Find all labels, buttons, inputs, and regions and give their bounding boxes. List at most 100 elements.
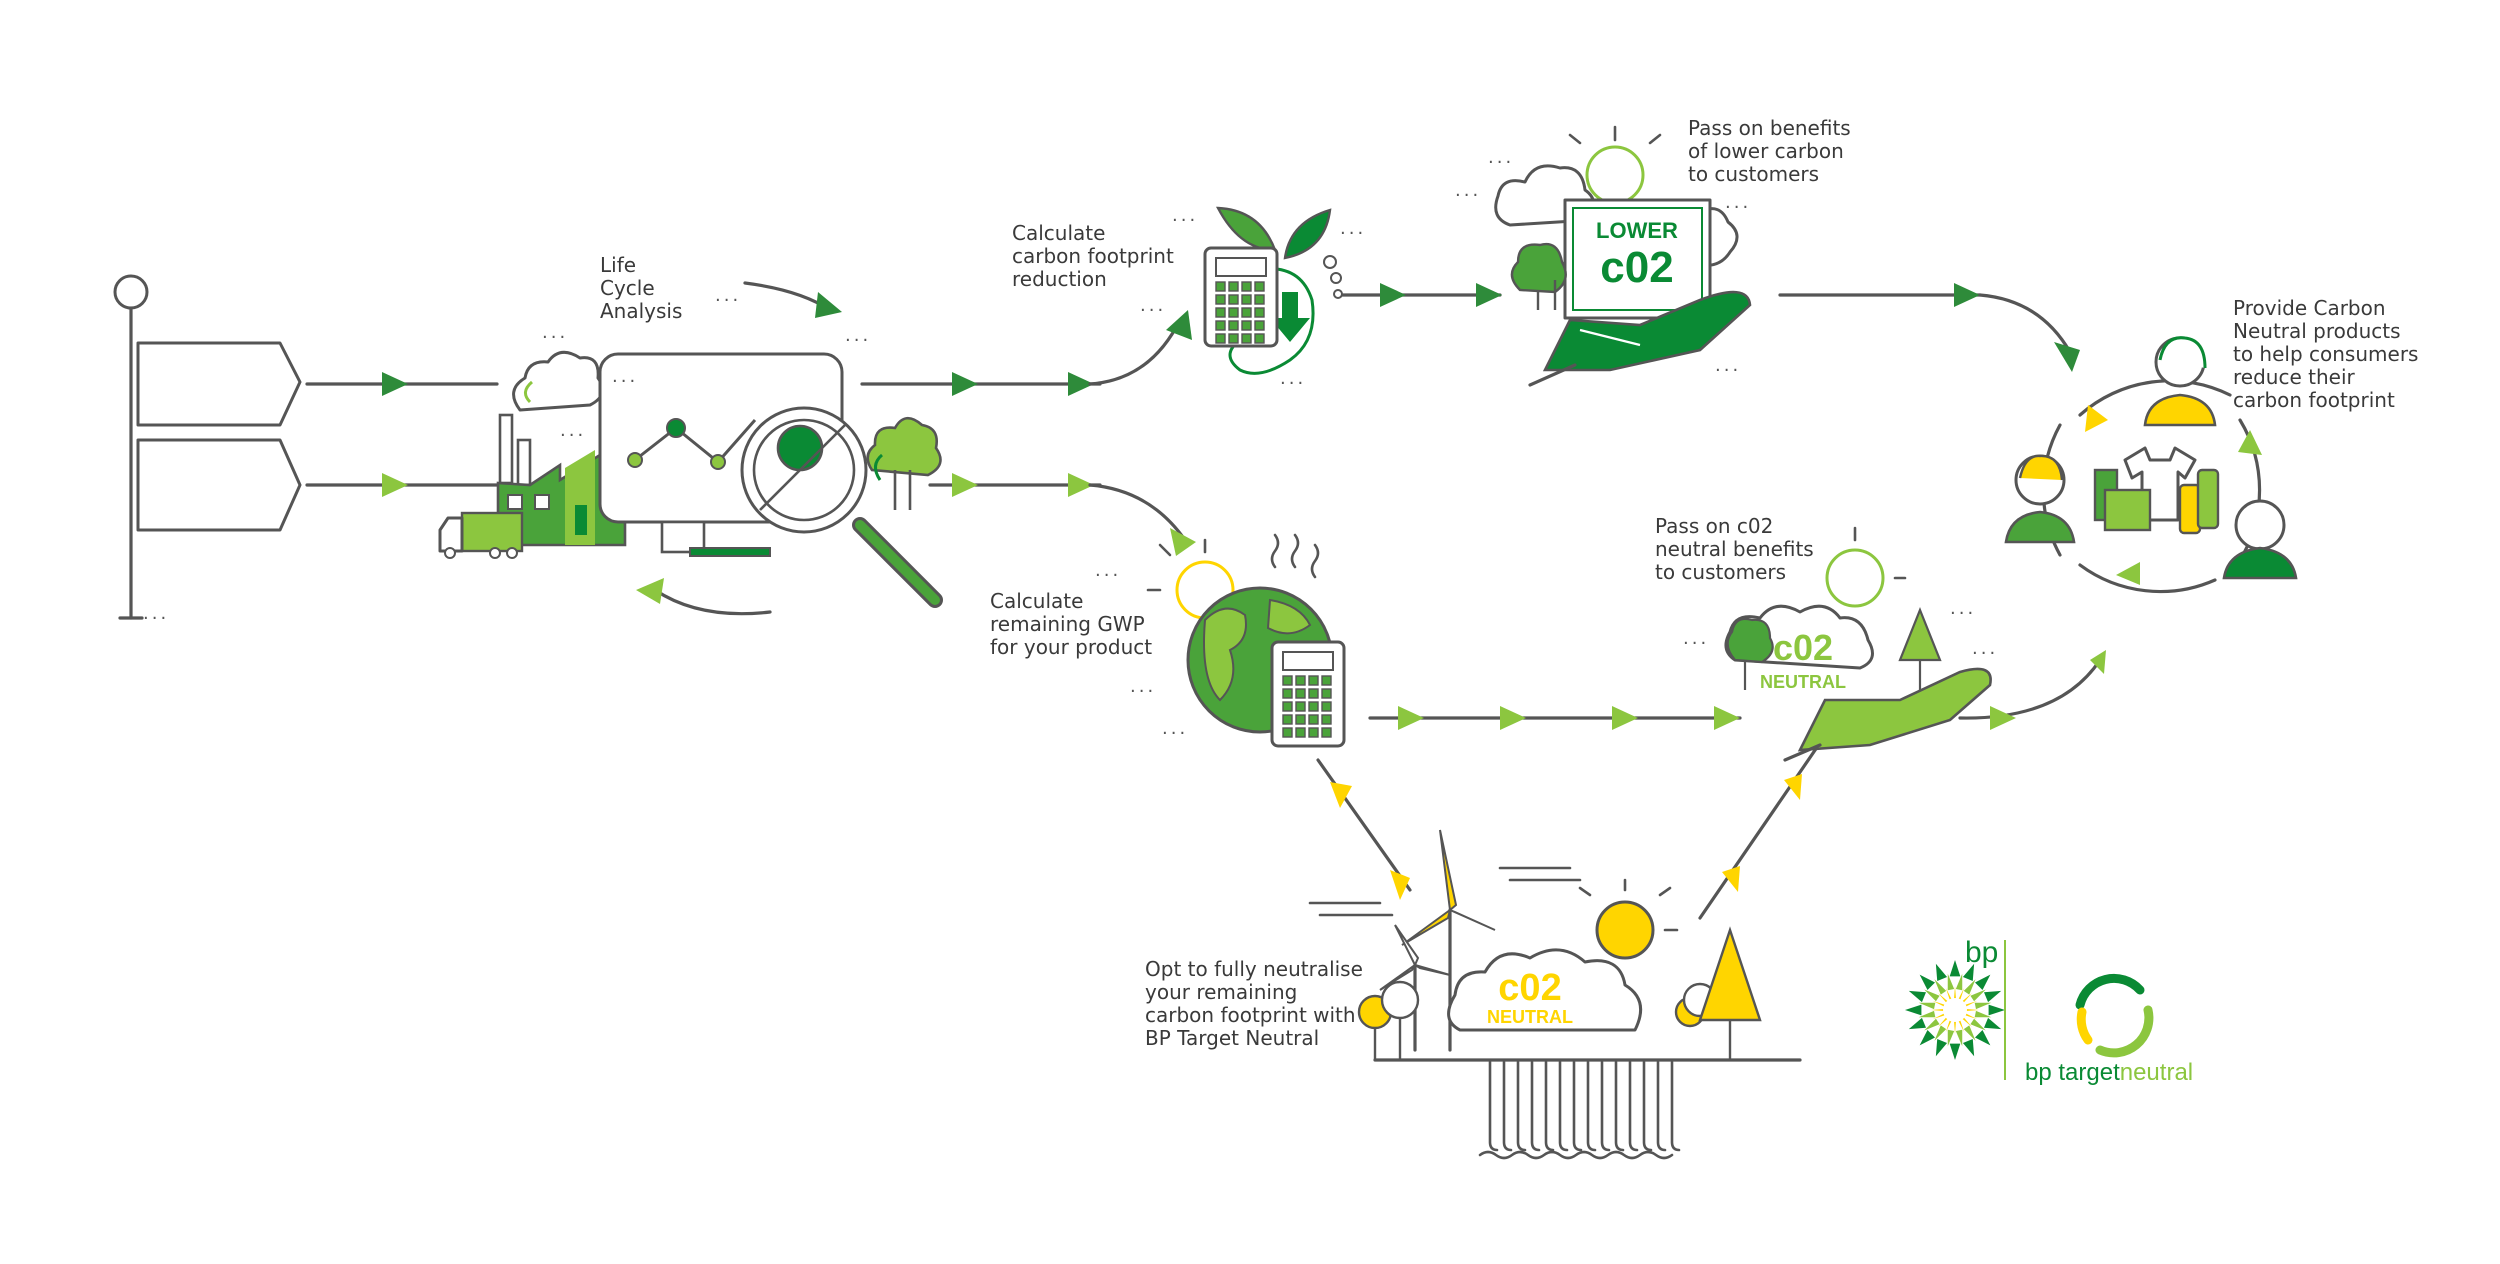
helios-petal [1949, 1043, 1961, 1060]
helios-petal [1962, 963, 1975, 982]
root-line [1502, 1060, 1513, 1152]
helios-petal [1974, 1002, 1992, 1010]
helios-petal [1919, 1029, 1936, 1046]
calculator-key [1321, 701, 1332, 712]
dots-decoration: ... [560, 420, 587, 441]
root-line [1670, 1060, 1681, 1152]
calculator-key [1215, 281, 1226, 292]
footprint-icon [1228, 255, 1343, 375]
dots-decoration: ... [1140, 295, 1167, 316]
calculator-key [1295, 714, 1306, 725]
helios-petal [1935, 1038, 1948, 1057]
calculator-key [1295, 675, 1306, 686]
helios-petal [1974, 1029, 1991, 1046]
ground-line [1373, 1058, 1802, 1160]
wind-turbine-icon [1379, 829, 1496, 1052]
step-calc-gwp: Calculate remaining GWP for your product [990, 589, 1153, 659]
dots-decoration: ... [1130, 676, 1157, 697]
dots-decoration: ... [1725, 192, 1752, 213]
calculator-key [1295, 688, 1306, 699]
calculator-key [1228, 294, 1239, 305]
root-line [1614, 1060, 1625, 1152]
helios-core [1943, 998, 1967, 1022]
calculator-key [1308, 701, 1319, 712]
root-line [1642, 1060, 1653, 1152]
dots-decoration: ... [1950, 598, 1977, 619]
helios-petal [1983, 1017, 2002, 1030]
root-line [1488, 1060, 1499, 1152]
helios-petal [1963, 1025, 1976, 1041]
dots-decoration: ... [1455, 180, 1482, 201]
dots-decoration: ... [1162, 718, 1189, 739]
helios-petal [1949, 960, 1961, 977]
co2-label: c02 [1600, 243, 1673, 292]
tree-icon [866, 416, 942, 510]
dots-decoration: ... [1683, 628, 1710, 649]
lower-label: LOWER [1596, 218, 1678, 243]
step-pass-neutral: Pass on c02 neutral benefits to customer… [1655, 514, 1814, 584]
step-calc-reduction: Calculate carbon footprint reduction [1012, 221, 1174, 291]
dots-decoration: ... [1488, 147, 1515, 168]
heat-waves [1270, 533, 1320, 579]
sun-icon [1825, 526, 1907, 608]
calculator-key [1241, 294, 1252, 305]
calculator-key [1215, 294, 1226, 305]
calculator-key [1215, 320, 1226, 331]
step-life-cycle-analysis: Life Cycle Analysis [600, 253, 683, 323]
magnifier-icon [740, 406, 943, 608]
calculator-key [1295, 727, 1306, 738]
calculator-key [1308, 675, 1319, 686]
calculator-key [1254, 294, 1265, 305]
dots-decoration: ... [143, 603, 170, 624]
root-line [1572, 1060, 1583, 1152]
calculator-key [1282, 701, 1293, 712]
target-neutral-suffix: neutral [2120, 1059, 2193, 1086]
calculator-key [1308, 727, 1319, 738]
calculator-key [1295, 701, 1306, 712]
calculator-key [1228, 281, 1239, 292]
signpost-icon [113, 274, 302, 620]
helios-petal [1918, 1002, 1936, 1010]
calculator-key [1241, 333, 1252, 344]
root-line [1628, 1060, 1639, 1152]
calculator-key [1282, 688, 1293, 699]
root-line [1558, 1060, 1569, 1152]
calculator-key [1215, 333, 1226, 344]
sun-icon [1578, 878, 1679, 960]
helios-petal [1962, 1038, 1975, 1057]
helios-petal [1974, 974, 1991, 991]
root-line [1600, 1060, 1611, 1152]
bp-wordmark: bp [1965, 936, 1998, 969]
dots-decoration: ... [715, 285, 742, 306]
calculator-key [1321, 675, 1332, 686]
dots-decoration: ... [1172, 205, 1199, 226]
root-line [1530, 1060, 1541, 1152]
people-icon [2004, 336, 2298, 580]
hand-icon [1528, 290, 1752, 387]
helios-petal [1924, 1018, 1940, 1031]
helios-petal [1983, 990, 2002, 1003]
calculator-key [1282, 727, 1293, 738]
calculator-key [1254, 333, 1265, 344]
flow-lines [305, 281, 2106, 920]
pine-tree-icon [1898, 607, 1942, 690]
step-opt-neutralise: Opt to fully neutralise your remaining c… [1145, 957, 1363, 1050]
calculator-key [1254, 307, 1265, 318]
helios-petal [1947, 1029, 1955, 1047]
calculator-key [1241, 281, 1252, 292]
calculator-key [1228, 333, 1239, 344]
helios-petal [1970, 989, 1986, 1002]
products-icon [2093, 446, 2220, 535]
cloud-icon: c02 NEUTRAL [1447, 948, 1643, 1032]
calculator-key [1254, 281, 1265, 292]
factory-icon [496, 350, 627, 547]
helios-petal [1955, 1029, 1963, 1047]
neutral-co2-label: c02 [1773, 627, 1833, 668]
helios-petal [1924, 989, 1940, 1002]
calculator-key [1321, 688, 1332, 699]
step-provide-neutral-products: Provide Carbon Neutral products to help … [2233, 296, 2419, 412]
helios-petal [1905, 1004, 1922, 1016]
truck-icon [438, 511, 524, 559]
